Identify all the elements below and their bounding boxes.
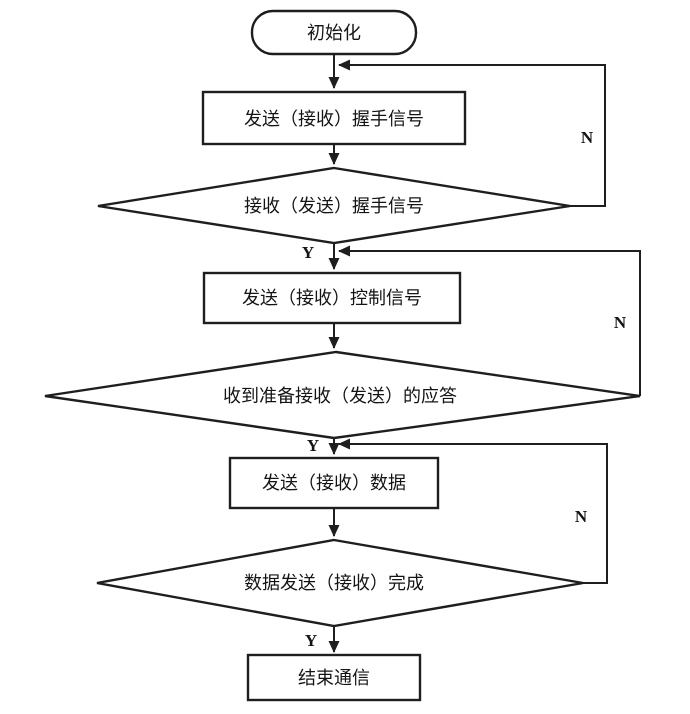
- process-shape: [202, 271, 462, 325]
- node-recv-handshake-label: 接收（发送）握手信号: [244, 196, 424, 216]
- process-shape: [246, 653, 422, 702]
- edge-label-no-2: N: [614, 313, 627, 332]
- node-send-control-label: 发送（接收）控制信号: [242, 288, 422, 308]
- node-send-data-label: 发送（接收）数据: [262, 473, 406, 493]
- terminator-shape: [250, 9, 418, 56]
- node-send-handshake-label: 发送（接收）握手信号: [244, 109, 424, 129]
- node-end-label: 结束通信: [298, 668, 370, 688]
- decision-shape: [97, 166, 571, 245]
- node-recv-ready-ack: 收到准备接收（发送）的应答: [44, 350, 641, 440]
- edge-data-complete-no-loop: [338, 438, 608, 584]
- decision-shape: [96, 538, 584, 628]
- edge-label-yes-1: Y: [302, 243, 314, 262]
- edge-label-yes-3: Y: [305, 631, 317, 650]
- node-start-label: 初始化: [307, 23, 361, 43]
- decision-shape: [44, 350, 641, 440]
- edge-label-yes-2: Y: [307, 436, 319, 455]
- node-recv-handshake: 接收（发送）握手信号: [97, 166, 571, 245]
- process-shape: [201, 90, 467, 146]
- node-send-handshake: 发送（接收）握手信号: [201, 90, 467, 146]
- edge-label-no-3: N: [575, 507, 588, 526]
- edge-label-no-1: N: [581, 128, 594, 147]
- process-shape: [228, 456, 440, 510]
- node-send-control: 发送（接收）控制信号: [202, 271, 462, 325]
- edge-recv-ready-ack-no-loop: [338, 245, 641, 396]
- node-send-data: 发送（接收）数据: [228, 456, 440, 510]
- edge-recv-handshake-no-loop: [338, 59, 606, 207]
- node-data-complete-label: 数据发送（接收）完成: [244, 573, 424, 593]
- node-end: 结束通信: [246, 653, 422, 702]
- node-recv-ready-ack-label: 收到准备接收（发送）的应答: [223, 386, 457, 406]
- node-start: 初始化: [250, 9, 418, 56]
- node-data-complete: 数据发送（接收）完成: [96, 538, 584, 628]
